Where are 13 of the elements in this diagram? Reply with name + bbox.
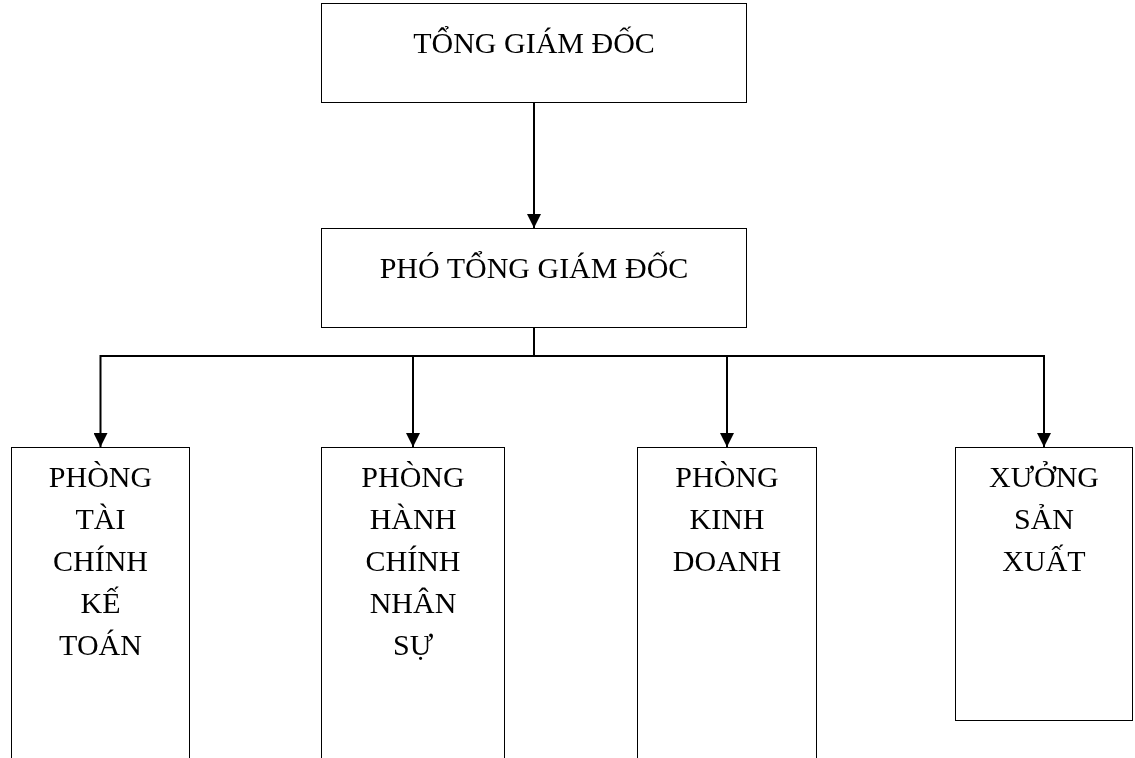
box-label: TỔNG GIÁM ĐỐC	[412, 26, 656, 60]
box-label: PHÒNG KINH DOANH	[672, 459, 782, 579]
arrow	[527, 102, 541, 229]
org-box	[637, 447, 817, 758]
org-box	[321, 447, 505, 758]
org-box	[955, 447, 1133, 721]
box-label: PHÒNG HÀNH CHÍNH NHÂN SỰ	[361, 459, 465, 663]
box-label: PHÓ TỔNG GIÁM ĐỐC	[378, 251, 690, 285]
org-box	[321, 3, 747, 103]
box-label: PHÒNG TÀI CHÍNH KẾ TOÁN	[48, 459, 153, 663]
box-label: XƯỞNG SẢN XUẤT	[989, 459, 1099, 579]
org-box	[321, 228, 747, 328]
org-box	[11, 447, 190, 758]
